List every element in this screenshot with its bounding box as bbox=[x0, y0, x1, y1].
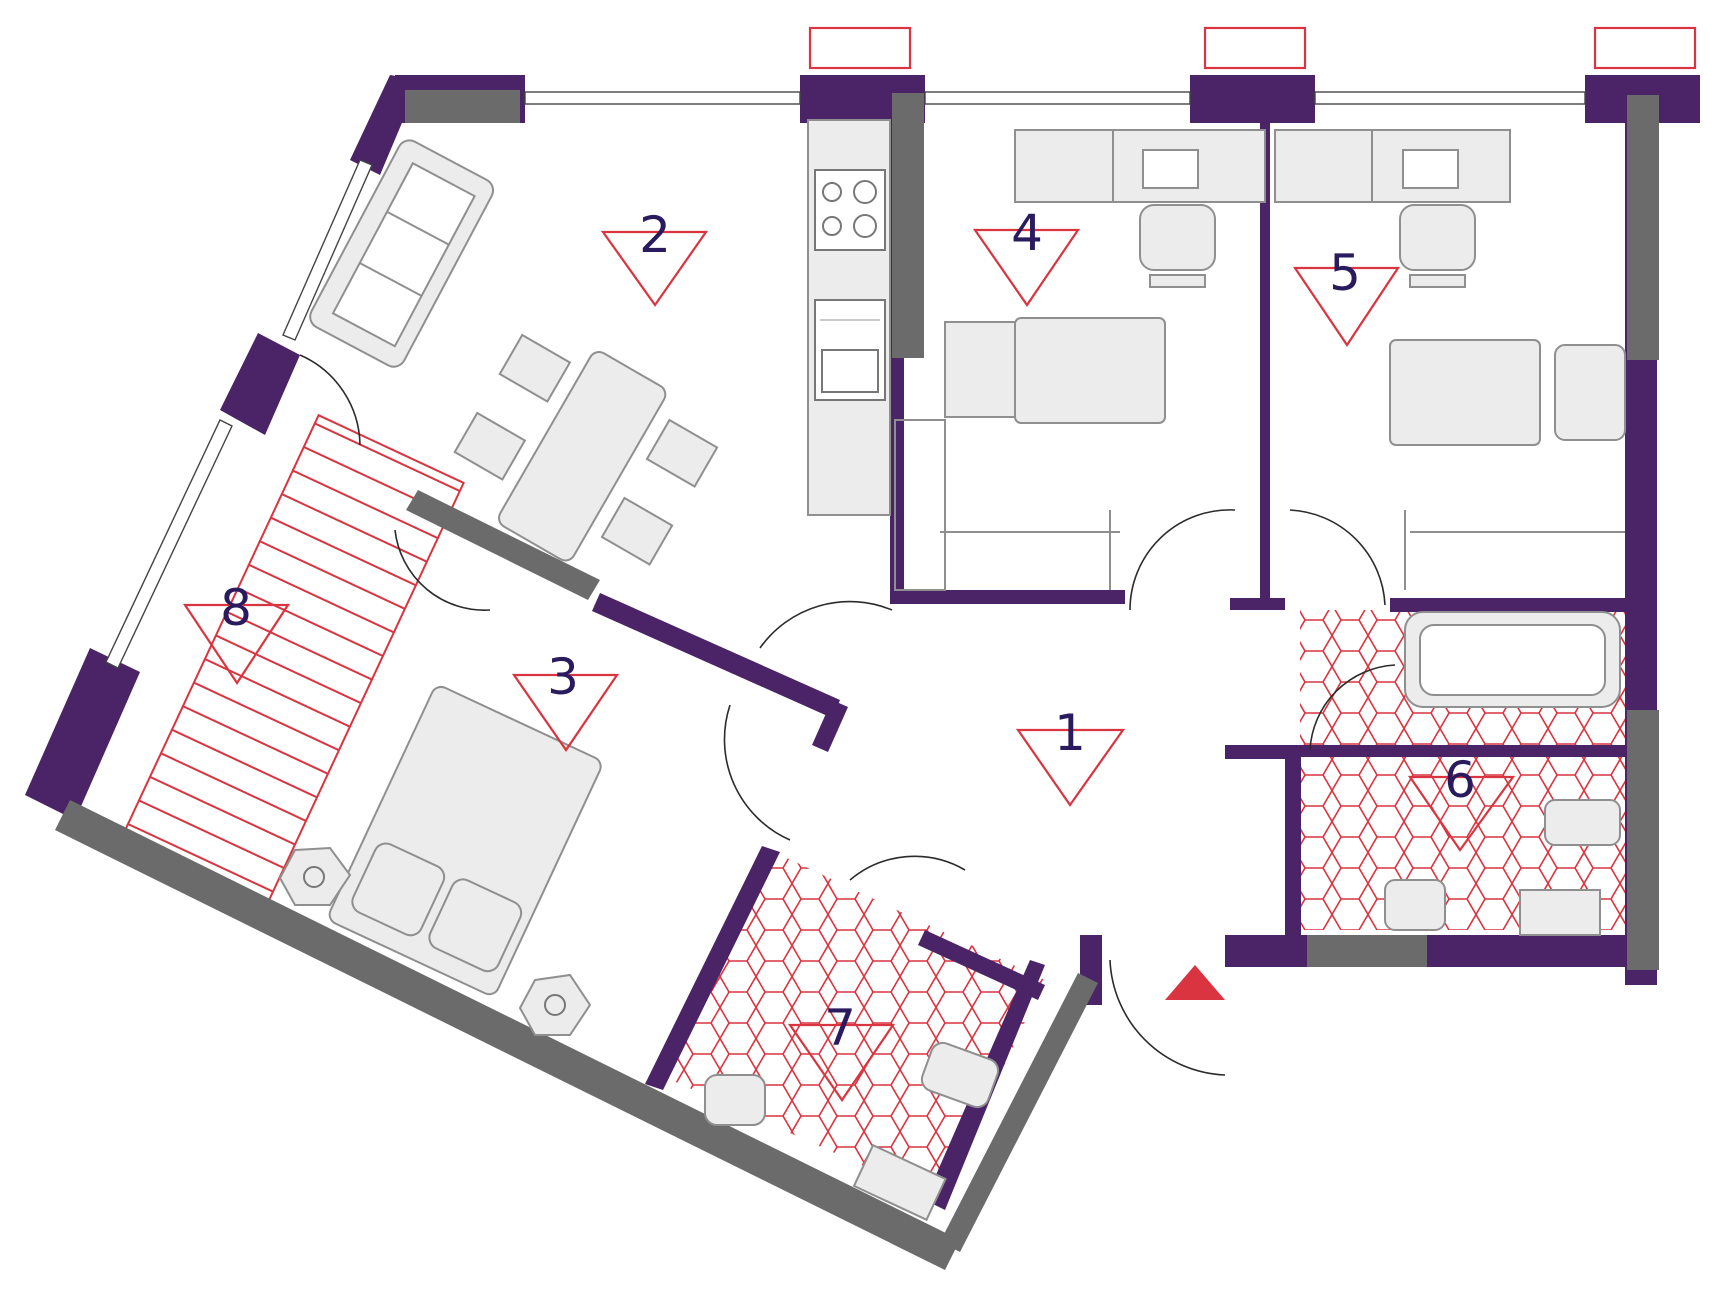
windows bbox=[105, 26, 1697, 669]
view-direction-icon bbox=[511, 673, 620, 752]
view-direction-icon bbox=[1292, 266, 1401, 347]
partition-walls bbox=[55, 90, 1659, 1270]
view-direction-icon bbox=[1407, 775, 1516, 852]
bathroom-fixtures bbox=[1384, 611, 1621, 936]
view-direction-icon bbox=[972, 228, 1081, 307]
room-number-2: 2 bbox=[639, 206, 671, 264]
master-bed bbox=[328, 685, 602, 996]
room-labels: 1 2 3 4 5 6 7 8 bbox=[182, 204, 1516, 1102]
bedroom-b-furniture bbox=[1274, 129, 1626, 590]
room-number-5: 5 bbox=[1329, 244, 1361, 302]
room-number-4: 4 bbox=[1011, 204, 1043, 262]
doors bbox=[299, 354, 1396, 1076]
room-number-3: 3 bbox=[547, 648, 579, 706]
sofa bbox=[309, 139, 495, 368]
room-number-1: 1 bbox=[1054, 704, 1086, 762]
shower-room-fixtures bbox=[704, 1041, 1000, 1222]
view-direction-icon bbox=[182, 603, 291, 685]
room-number-6: 6 bbox=[1444, 751, 1476, 809]
view-direction-icon bbox=[787, 1023, 896, 1102]
dining-set bbox=[453, 333, 719, 566]
view-direction-icon bbox=[1015, 728, 1126, 807]
kitchen-counter bbox=[807, 119, 891, 516]
view-direction-icon bbox=[600, 230, 709, 307]
room-number-8: 8 bbox=[220, 579, 252, 637]
entrance-marker-icon bbox=[1165, 965, 1225, 1000]
bedroom-a-furniture bbox=[894, 129, 1266, 591]
room-number-7: 7 bbox=[824, 999, 856, 1057]
nightstands bbox=[278, 846, 592, 1036]
